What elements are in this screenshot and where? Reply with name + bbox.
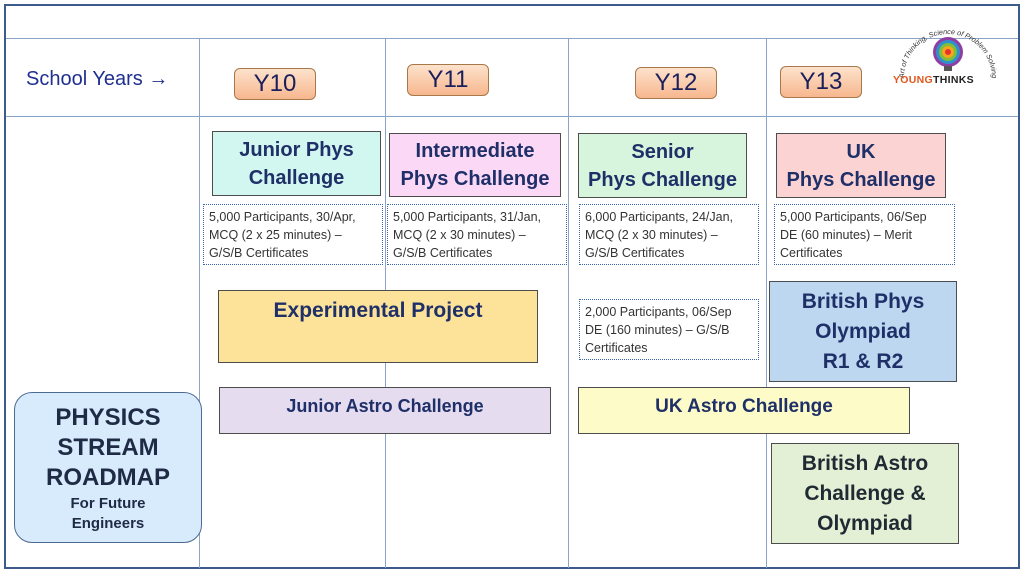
details-line2: MCQ (2 x 30 minutes) –: [585, 228, 718, 242]
challenge-title-line2: Phys Challenge: [786, 168, 936, 191]
uk-astro-label: UK Astro Challenge: [655, 396, 833, 417]
header-top-line: [6, 38, 1018, 39]
junior-astro-challenge-bar: Junior Astro Challenge: [219, 387, 551, 434]
details-line3: Certificates: [780, 246, 843, 260]
challenge-title-line1: Intermediate: [415, 140, 535, 162]
roadmap-line2: STREAM: [57, 433, 159, 461]
challenge-title-line1: Senior: [631, 140, 694, 163]
logo-brand-text: YOUNGTHINKS: [893, 74, 974, 86]
british-astro-line3: Olympiad: [817, 511, 913, 535]
details-line1: 5,000 Participants, 06/Sep: [780, 210, 927, 224]
intermediate-phys-details: 5,000 Participants, 31/Jan, MCQ (2 x 30 …: [387, 204, 567, 265]
roadmap-line4: For Future: [70, 494, 146, 512]
british-astro-line1: British Astro: [801, 451, 929, 475]
roadmap-line5: Engineers: [71, 514, 145, 532]
logo-brand-thinks: THINKS: [933, 74, 974, 86]
uk-astro-challenge-bar: UK Astro Challenge: [578, 387, 910, 434]
physics-stream-roadmap-label: PHYSICS STREAM ROADMAP For Future Engine…: [14, 392, 202, 543]
uk-phys-challenge-box: UK Phys Challenge: [776, 133, 946, 198]
roadmap-line1: PHYSICS: [55, 403, 161, 431]
school-years-label: School Years →: [26, 68, 169, 90]
challenge-title-line1: Junior Phys: [239, 138, 354, 161]
details-line2: DE (60 minutes) – Merit: [780, 228, 912, 242]
challenge-title-line2: Challenge: [248, 166, 345, 189]
column-divider-4: [766, 39, 767, 568]
details-line3: Certificates: [585, 341, 648, 355]
column-divider-1: [199, 39, 200, 568]
details-line2: DE (160 minutes) – G/S/B: [585, 323, 730, 337]
uk-phys-details: 5,000 Participants, 06/Sep DE (60 minute…: [774, 204, 955, 265]
british-phys-olympiad-box: British Phys Olympiad R1 & R2: [769, 281, 957, 382]
senior-phys-details: 6,000 Participants, 24/Jan, MCQ (2 x 30 …: [579, 204, 759, 265]
details-line1: 5,000 Participants, 31/Jan,: [393, 210, 542, 224]
experimental-project-bar: Experimental Project: [218, 290, 538, 363]
junior-astro-label: Junior Astro Challenge: [286, 396, 484, 416]
challenge-title-line2: Phys Challenge: [400, 168, 550, 190]
details-line3: G/S/B Certificates: [585, 246, 685, 260]
details-line2: MCQ (2 x 30 minutes) –: [393, 228, 526, 242]
year-badge-y10: Y10: [234, 68, 316, 100]
slide-frame: [4, 4, 1020, 569]
challenge-title-line1: UK: [846, 140, 876, 163]
bpo-line3: R1 & R2: [822, 349, 904, 373]
logo-brand-young: YOUNG: [893, 74, 934, 86]
details-line3: G/S/B Certificates: [209, 246, 309, 260]
experimental-project-label: Experimental Project: [273, 299, 483, 322]
details-line1: 6,000 Participants, 24/Jan,: [585, 210, 734, 224]
youngthinks-logo: Art of Thinking, Science of Problem Solv…: [897, 27, 999, 79]
bpo-line1: British Phys: [801, 289, 925, 313]
details-line1: 2,000 Participants, 06/Sep: [585, 305, 732, 319]
details-line1: 5,000 Participants, 30/Apr,: [209, 210, 356, 224]
bpo-line2: Olympiad: [815, 319, 911, 343]
year-badge-y13: Y13: [780, 66, 862, 98]
details-line3: G/S/B Certificates: [393, 246, 493, 260]
junior-phys-details: 5,000 Participants, 30/Apr, MCQ (2 x 25 …: [203, 204, 383, 265]
year-badge-y12: Y12: [635, 67, 717, 99]
challenge-title-line2: Phys Challenge: [588, 168, 737, 191]
british-astro-box: British Astro Challenge & Olympiad: [771, 443, 959, 544]
olympiad-details: 2,000 Participants, 06/Sep DE (160 minut…: [579, 299, 759, 360]
british-astro-line2: Challenge &: [804, 481, 926, 505]
header-bottom-line: [6, 116, 1018, 117]
column-divider-3: [568, 39, 569, 568]
details-line2: MCQ (2 x 25 minutes) –: [209, 228, 342, 242]
roadmap-line3: ROADMAP: [46, 463, 170, 491]
year-badge-y11: Y11: [407, 64, 489, 96]
